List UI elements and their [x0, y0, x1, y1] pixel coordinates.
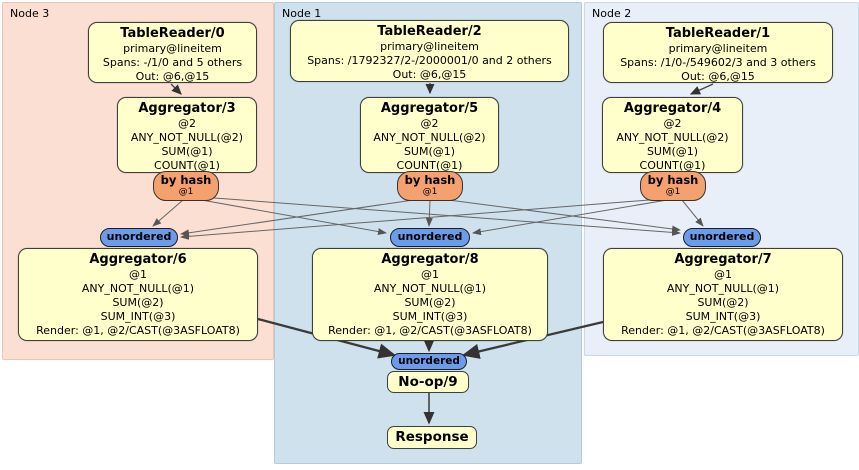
processor-detail-line: SUM_INT(@3) [100, 310, 176, 323]
processor-detail-line: Spans: -/1/0 and 5 others [102, 56, 243, 69]
processor-detail-line: SUM(@2) [697, 296, 749, 309]
processor-detail-line: ANY_NOT_NULL(@2) [616, 131, 729, 144]
stream-label: unordered [689, 230, 755, 243]
by-hash-router-3: by hash @1 [153, 171, 219, 201]
stream-label: unordered [398, 355, 460, 367]
processor-detail-line: primary@lineitem [668, 42, 768, 55]
node1-label: Node 1 [282, 7, 322, 20]
processor-detail-line: @2 [178, 117, 196, 130]
processor-detail-line: @1 [714, 268, 732, 281]
processor-detail-line: SUM(@1) [161, 145, 213, 158]
processor-detail-line: @2 [420, 117, 439, 130]
tablereader-1-box: TableReader/1 primary@lineitem Spans: /1… [603, 22, 833, 83]
processor-title: Response [395, 429, 469, 445]
processor-detail-line: Render: @1, @2/CAST(@3ASFLOAT8) [328, 324, 532, 337]
processor-detail-line: SUM(@2) [404, 296, 456, 309]
router-label: by hash [160, 173, 212, 187]
processor-detail-line: ANY_NOT_NULL(@1) [81, 282, 195, 295]
processor-detail-line: @1 [421, 268, 439, 281]
processor-detail-line: Render: @1, @2/CAST(@3ASFLOAT8) [621, 324, 825, 337]
processor-detail-line: ANY_NOT_NULL(@1) [666, 282, 780, 295]
processor-title: Aggregator/5 [380, 101, 479, 116]
aggregator-4-box: Aggregator/4 @2 ANY_NOT_NULL(@2) SUM(@1)… [602, 97, 743, 173]
processor-title: Aggregator/8 [381, 252, 479, 267]
processor-title: TableReader/2 [377, 24, 482, 39]
processor-detail-line: ANY_NOT_NULL(@1) [373, 282, 487, 295]
processor-title: TableReader/0 [120, 26, 225, 41]
noop-9-box: No-op/9 [387, 371, 469, 393]
aggregator-7-box: Aggregator/7 @1 ANY_NOT_NULL(@1) SUM(@2)… [603, 248, 843, 341]
router-detail: @1 [422, 187, 438, 197]
aggregator-6-box: Aggregator/6 @1 ANY_NOT_NULL(@1) SUM(@2)… [18, 248, 258, 341]
processor-detail-line: Spans: /1792327/2-/2000001/0 and 2 other… [307, 54, 552, 67]
processor-detail-line: COUNT(@1) [639, 159, 706, 172]
processor-title: Aggregator/3 [138, 101, 236, 116]
processor-detail-line: @2 [663, 117, 682, 130]
processor-detail-line: COUNT(@1) [154, 159, 220, 172]
processor-detail-line: Out: @6,@15 [681, 70, 755, 83]
processor-detail-line: Spans: /1/0-/549602/3 and 3 others [620, 56, 816, 69]
processor-detail-line: @1 [129, 268, 147, 281]
aggregator-8-box: Aggregator/8 @1 ANY_NOT_NULL(@1) SUM(@2)… [312, 248, 548, 341]
router-detail: @1 [665, 187, 681, 197]
processor-title: Aggregator/6 [89, 252, 187, 267]
by-hash-router-5: by hash @1 [397, 171, 463, 201]
processor-title: TableReader/1 [665, 26, 771, 41]
processor-detail-line: primary@lineitem [380, 40, 479, 53]
tablereader-0-box: TableReader/0 primary@lineitem Spans: -/… [88, 22, 257, 83]
response-box: Response [387, 426, 477, 449]
processor-title: Aggregator/7 [674, 252, 772, 267]
processor-title: Aggregator/4 [623, 101, 722, 116]
stream-label: unordered [397, 230, 463, 243]
processor-detail-line: SUM_INT(@3) [392, 310, 468, 323]
tablereader-2-box: TableReader/2 primary@lineitem Spans: /1… [290, 20, 569, 82]
processor-detail-line: ANY_NOT_NULL(@2) [130, 131, 244, 144]
router-label: by hash [647, 173, 699, 187]
processor-detail-line: Out: @6,@15 [135, 70, 210, 83]
processor-detail-line: SUM(@1) [403, 145, 456, 158]
processor-detail-line: SUM(@1) [646, 145, 699, 158]
processor-detail-line: COUNT(@1) [396, 159, 463, 172]
unordered-stream-7: unordered [683, 228, 761, 247]
node3-label: Node 3 [10, 7, 50, 20]
aggregator-3-box: Aggregator/3 @2 ANY_NOT_NULL(@2) SUM(@1)… [117, 97, 257, 173]
by-hash-router-4: by hash @1 [640, 171, 706, 201]
unordered-stream-6: unordered [100, 228, 178, 247]
stream-label: unordered [106, 230, 172, 243]
unordered-stream-final: unordered [391, 353, 467, 370]
router-label: by hash [404, 173, 456, 187]
unordered-stream-8: unordered [390, 228, 470, 247]
processor-detail-line: primary@lineitem [123, 42, 222, 55]
processor-detail-line: Render: @1, @2/CAST(@3ASFLOAT8) [36, 324, 240, 337]
aggregator-5-box: Aggregator/5 @2 ANY_NOT_NULL(@2) SUM(@1)… [360, 97, 499, 173]
processor-detail-line: SUM_INT(@3) [685, 310, 761, 323]
processor-detail-line: Out: @6,@15 [392, 68, 467, 81]
processor-detail-line: SUM(@2) [112, 296, 164, 309]
processor-detail-line: ANY_NOT_NULL(@2) [373, 131, 486, 144]
router-detail: @1 [178, 187, 194, 197]
processor-title: No-op/9 [398, 374, 458, 390]
node2-label: Node 2 [592, 7, 632, 20]
